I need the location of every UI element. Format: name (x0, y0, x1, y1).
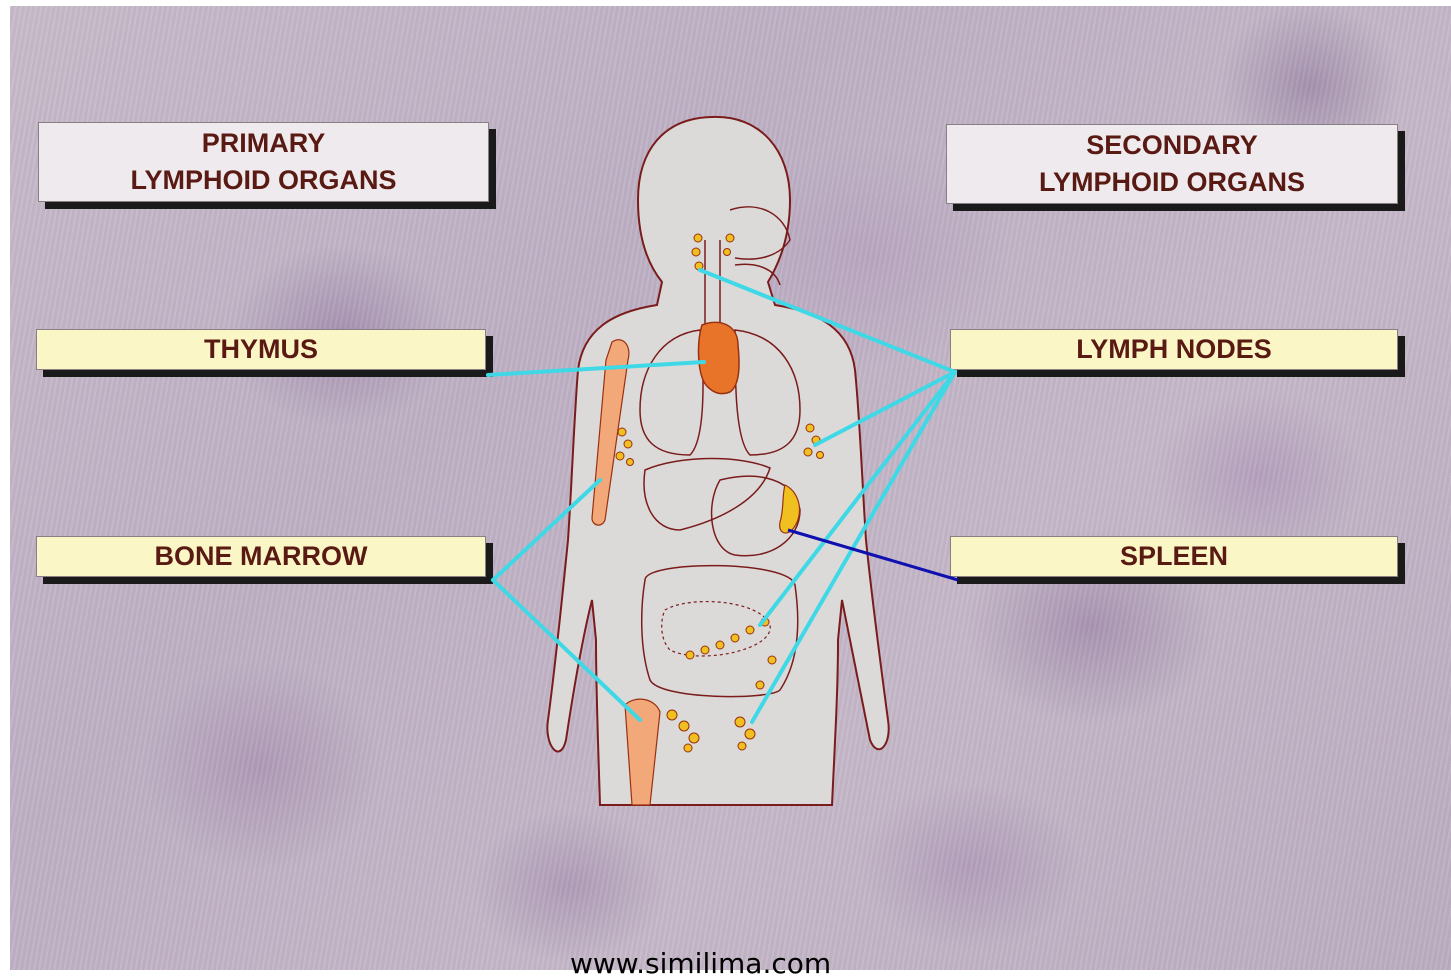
thymus-organ (699, 322, 740, 393)
website-footer-text: www.similima.com (570, 947, 831, 980)
